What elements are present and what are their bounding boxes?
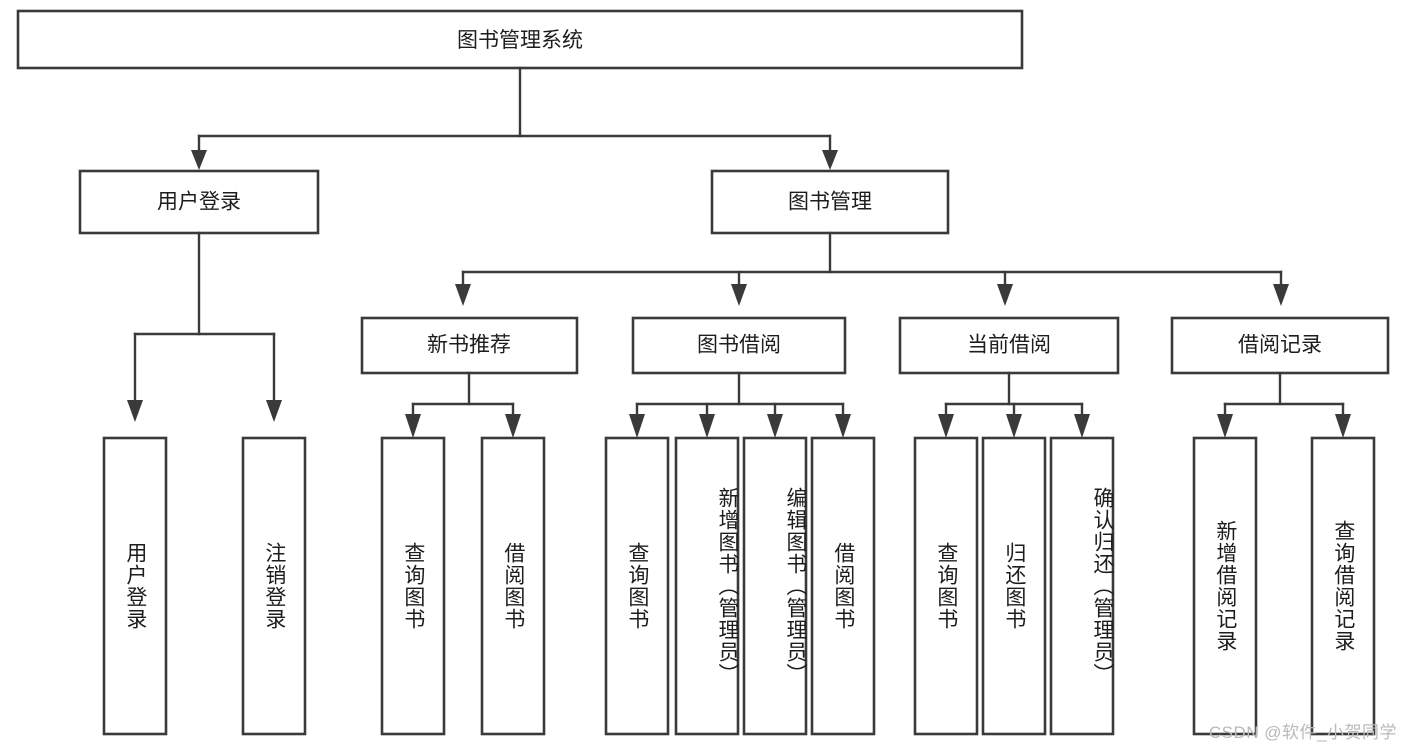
node-book-borrow[interactable]: 图书借阅 <box>631 316 847 375</box>
arrow-head-icon <box>835 414 851 438</box>
arrow-head-icon <box>191 150 207 170</box>
leaf-query-book-1-box[interactable] <box>380 436 446 736</box>
node-current-borrow[interactable]: 当前借阅 <box>898 316 1120 375</box>
arrow-head-icon <box>731 284 747 306</box>
leaf-user-logout-box[interactable] <box>241 436 307 736</box>
node-borrow-record[interactable]: 借阅记录 <box>1170 316 1390 375</box>
node-current-borrow-label: 当前借阅 <box>967 334 1051 357</box>
leaf-edit-book-box[interactable] <box>742 436 808 736</box>
node-root-label: 图书管理系统 <box>457 29 583 52</box>
node-borrow-record-label: 借阅记录 <box>1238 334 1322 357</box>
arrow-head-icon <box>767 414 783 438</box>
connector-book-management-bus <box>455 231 1289 306</box>
connector-book-borrow-leaves <box>629 371 851 438</box>
node-new-book-recommend-label: 新书推荐 <box>427 334 511 357</box>
arrow-head-icon <box>938 414 954 438</box>
csdn-watermark: CSDN @软件_小贺同学 <box>1208 723 1397 742</box>
connector-current-borrow-leaves <box>938 371 1090 438</box>
arrow-head-icon <box>1217 414 1233 438</box>
leaf-confirm-return-box[interactable] <box>1049 436 1115 736</box>
leaf-return-book-box[interactable] <box>981 436 1047 736</box>
arrow-head-icon <box>1273 284 1289 306</box>
arrow-head-icon <box>1074 414 1090 438</box>
leaf-borrow-book-1-box[interactable] <box>480 436 546 736</box>
node-new-book-recommend[interactable]: 新书推荐 <box>360 316 579 375</box>
node-root[interactable]: 图书管理系统 <box>16 9 1024 70</box>
arrow-head-icon <box>699 414 715 438</box>
node-current-borrow-box[interactable] <box>898 316 1120 375</box>
arrow-head-icon <box>1335 414 1351 438</box>
arrow-head-icon <box>455 284 471 306</box>
arrow-head-icon <box>822 150 838 170</box>
connector-root-bus <box>191 66 838 170</box>
connector-user-login-leaves <box>127 231 282 422</box>
node-book-borrow-label: 图书借阅 <box>697 334 781 357</box>
arrow-head-icon <box>505 414 521 438</box>
connector-borrow-record-leaves <box>1217 371 1351 438</box>
leaf-borrow-book-2-box[interactable] <box>810 436 876 736</box>
node-user-login[interactable]: 用户登录 <box>78 169 320 235</box>
arrow-head-icon <box>405 414 421 438</box>
arrow-head-icon <box>997 284 1013 306</box>
node-user-login-box[interactable] <box>78 169 320 235</box>
leaf-add-record-box[interactable] <box>1192 436 1258 736</box>
connector-new-book-recommend-leaves <box>405 371 521 438</box>
leaf-query-book-3-box[interactable] <box>913 436 979 736</box>
node-book-management[interactable]: 图书管理 <box>710 169 950 235</box>
leaf-add-book-box[interactable] <box>674 436 740 736</box>
node-book-management-label: 图书管理 <box>788 191 872 214</box>
node-new-book-recommend-box[interactable] <box>360 316 579 375</box>
leaf-query-record-box[interactable] <box>1310 436 1376 736</box>
leaf-user-login-box[interactable] <box>102 436 168 736</box>
arrow-head-icon <box>1006 414 1022 438</box>
node-user-login-label: 用户登录 <box>157 191 241 214</box>
arrow-head-icon <box>127 400 143 422</box>
node-root-box[interactable] <box>16 9 1024 70</box>
arrow-head-icon <box>629 414 645 438</box>
arrow-head-icon <box>266 400 282 422</box>
leaf-query-book-2-box[interactable] <box>604 436 670 736</box>
